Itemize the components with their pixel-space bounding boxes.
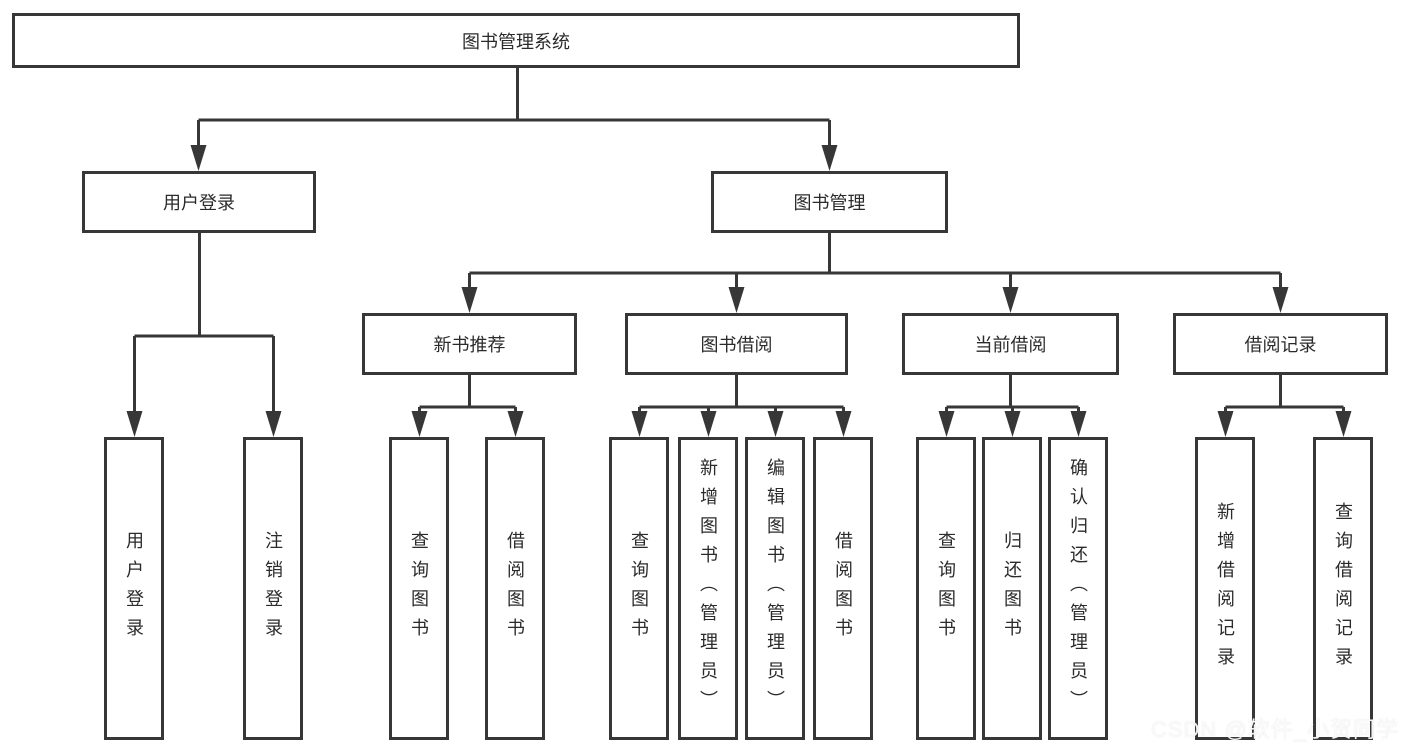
node-label: 借阅图书	[833, 530, 853, 647]
node-label: 当前借阅	[974, 335, 1047, 355]
arrow-down-icon	[126, 411, 143, 437]
leaf-query-book-borrowing: 查询图书	[609, 437, 669, 740]
arrow-down-icon	[821, 145, 838, 171]
node-label: 图书管理系统	[462, 31, 570, 52]
node-label: 编辑图书（管理员）	[765, 458, 785, 719]
leaf-logout: 注销登录	[243, 437, 303, 740]
arrow-down-icon	[728, 287, 745, 313]
node-label: 用户登录	[124, 530, 144, 647]
arrow-down-icon	[938, 411, 955, 437]
arrow-down-icon	[190, 145, 207, 171]
leaf-query-borrow-record: 查询借阅记录	[1313, 437, 1373, 740]
arrow-down-icon	[1335, 411, 1352, 437]
node-label: 确认归还（管理员）	[1068, 458, 1088, 719]
arrow-down-icon	[507, 411, 524, 437]
node-label: 用户登录	[163, 193, 235, 213]
leaf-user-login: 用户登录	[104, 437, 164, 740]
node-label: 图书管理	[793, 193, 866, 213]
arrow-down-icon	[1217, 411, 1234, 437]
node-label: 查询借阅记录	[1333, 501, 1353, 676]
node-label: 查询图书	[409, 530, 429, 647]
node-label: 新增借阅记录	[1215, 501, 1235, 676]
node-label: 借阅图书	[505, 530, 525, 647]
arrow-down-icon	[265, 411, 282, 437]
arrow-down-icon	[1004, 411, 1021, 437]
node-current-borrowing: 当前借阅	[902, 313, 1119, 375]
node-label: 注销登录	[263, 530, 283, 647]
node-label: 借阅记录	[1244, 335, 1317, 355]
arrow-down-icon	[461, 287, 478, 313]
leaf-add-borrow-record: 新增借阅记录	[1195, 437, 1255, 740]
arrow-down-icon	[1272, 287, 1289, 313]
node-label: 查询图书	[936, 530, 956, 647]
node-new-book-recommendation: 新书推荐	[362, 313, 577, 375]
leaf-confirm-return-admin: 确认归还（管理员）	[1048, 437, 1108, 740]
node-label: 新书推荐	[433, 335, 506, 355]
arrow-down-icon	[700, 411, 717, 437]
leaf-edit-book-admin: 编辑图书（管理员）	[745, 437, 805, 740]
arrow-down-icon	[767, 411, 784, 437]
leaf-return-book: 归还图书	[982, 437, 1042, 740]
leaf-query-book-recommend: 查询图书	[389, 437, 449, 740]
node-label: 归还图书	[1002, 530, 1022, 647]
node-user-login: 用户登录	[82, 171, 316, 233]
leaf-borrow-book-borrowing: 借阅图书	[813, 437, 873, 740]
leaf-query-book-current: 查询图书	[916, 437, 976, 740]
leaf-add-book-admin: 新增图书（管理员）	[678, 437, 738, 740]
node-book-borrowing: 图书借阅	[625, 313, 848, 375]
arrow-down-icon	[835, 411, 852, 437]
node-label: 图书借阅	[700, 335, 773, 355]
arrow-down-icon	[631, 411, 648, 437]
arrow-down-icon	[1002, 287, 1019, 313]
leaf-borrow-book-recommend: 借阅图书	[485, 437, 545, 740]
node-label: 新增图书（管理员）	[698, 458, 718, 719]
node-label: 查询图书	[629, 530, 649, 647]
node-borrowing-records: 借阅记录	[1173, 313, 1388, 375]
arrow-down-icon	[411, 411, 428, 437]
arrow-down-icon	[1070, 411, 1087, 437]
node-library-system: 图书管理系统	[12, 13, 1020, 68]
node-book-management: 图书管理	[711, 171, 948, 233]
